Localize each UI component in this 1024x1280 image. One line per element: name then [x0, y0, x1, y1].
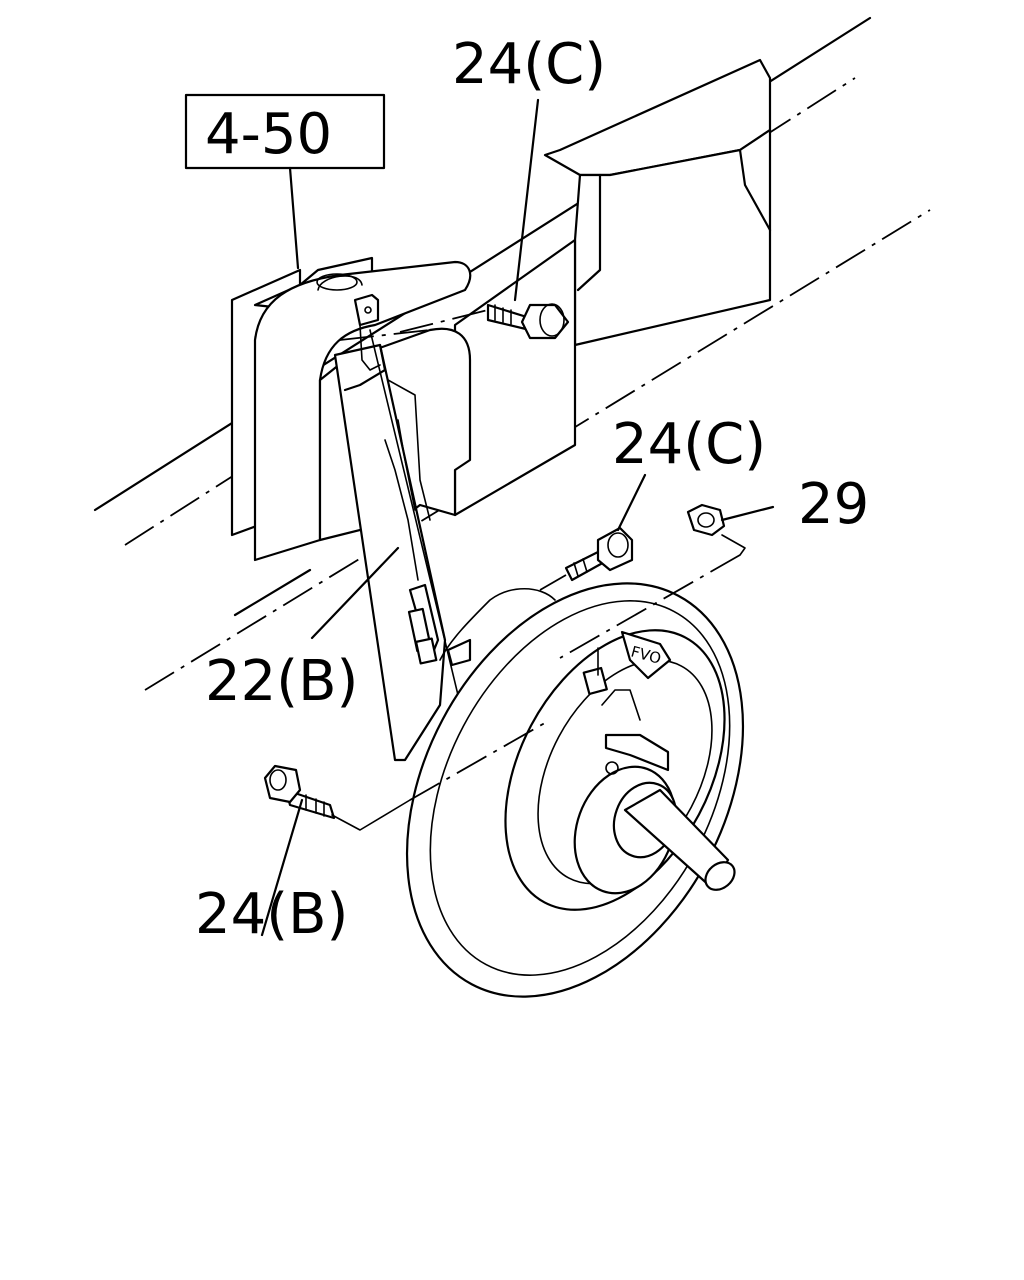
callout-hose: 22(B) — [205, 649, 358, 714]
bolt-top — [399, 303, 570, 340]
ref-box-label: 4-50 — [205, 102, 332, 167]
brake-disc — [405, 582, 745, 998]
bolt-bottom — [263, 719, 551, 831]
nut-29 — [559, 503, 746, 659]
callout-bolt-top: 24(C) — [452, 32, 606, 97]
callout-bolt-bottom: 24(B) — [195, 882, 348, 947]
marking-plate: FVO — [620, 630, 672, 680]
frame-rail — [93, 16, 931, 691]
ref-box: 4-50 — [184, 93, 386, 170]
leader-lines — [260, 98, 775, 937]
bolt-mid — [539, 526, 634, 591]
hose-clip — [353, 293, 381, 371]
callout-bolt-mid: 24(C) — [612, 412, 766, 477]
callout-nut: 29 — [798, 472, 869, 537]
strut-assembly — [333, 343, 556, 762]
